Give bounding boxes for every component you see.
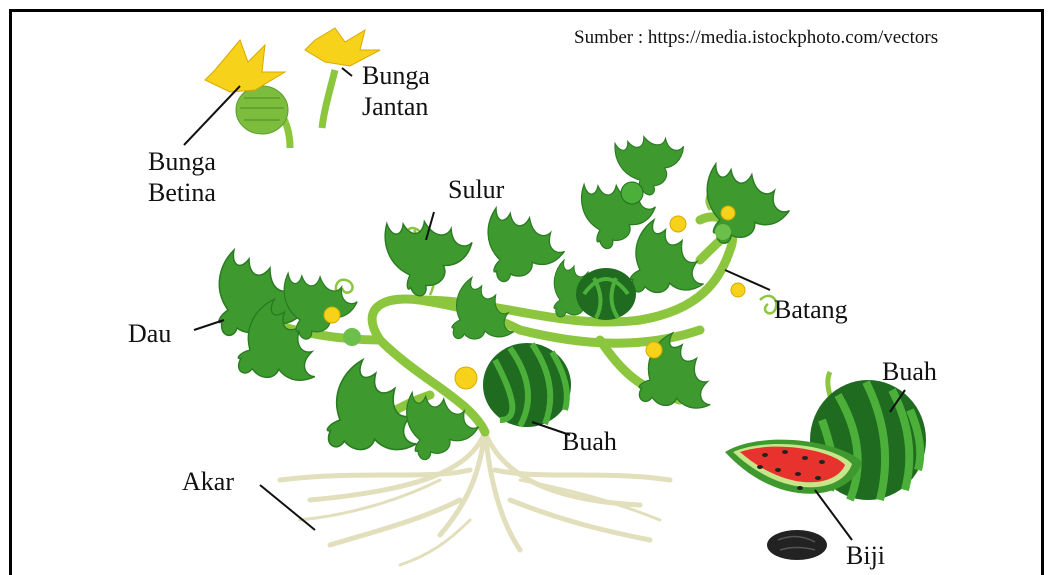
seed — [767, 530, 827, 560]
label-bunga-betina: Bunga Betina — [148, 146, 216, 208]
vine-melon — [483, 343, 571, 427]
label-buah-whole: Buah — [882, 356, 937, 387]
label-bunga-jantan: Bunga Jantan — [362, 60, 430, 122]
source-caption: Sumber : https://media.istockphoto.com/v… — [574, 27, 938, 49]
label-sulur: Sulur — [448, 174, 504, 205]
label-biji: Biji — [846, 540, 885, 571]
female-flower — [205, 40, 290, 148]
label-buah-vine: Buah — [562, 426, 617, 457]
label-akar: Akar — [182, 466, 234, 497]
label-batang: Batang — [774, 294, 848, 325]
label-dau: Dau — [128, 318, 171, 349]
